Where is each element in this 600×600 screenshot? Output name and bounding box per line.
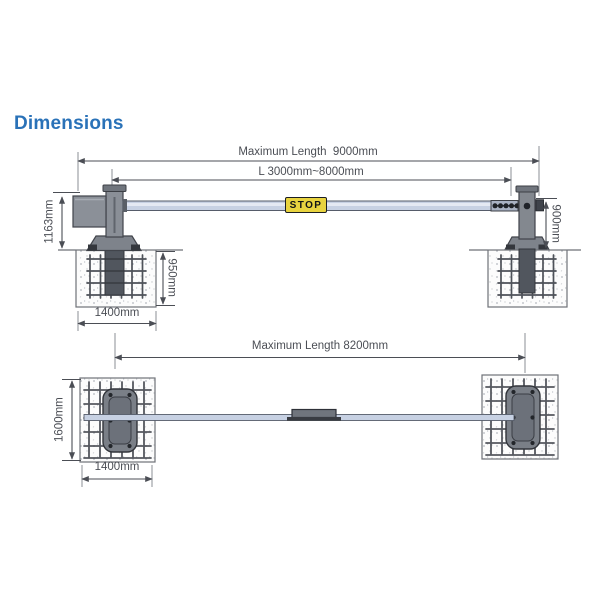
top-view-dimensions <box>62 379 153 487</box>
pivot-bolt <box>523 202 531 210</box>
catch-post <box>503 185 551 252</box>
arm-end-rack <box>490 200 520 212</box>
side-extension-lines <box>77 146 540 196</box>
page-title: Dimensions <box>14 113 124 134</box>
support-post-height-label: 900mm <box>549 204 562 243</box>
plan-foundation-width-label: 1400mm <box>94 461 140 473</box>
arm-tip <box>535 199 544 212</box>
foundation-depth-label: 950mm <box>165 258 178 297</box>
foundation-length-label: 1600mm <box>53 397 66 442</box>
top-extension-lines <box>114 333 526 373</box>
stop-sign-label: STOP <box>289 199 323 211</box>
side-view <box>53 146 581 331</box>
plan-max-length-label: Maximum Length 8200mm <box>251 340 389 352</box>
side-foundation-width-label: 1400mm <box>94 307 140 319</box>
side-max-length-label: Maximum Length 9000mm <box>238 146 378 158</box>
side-arm-range-label: L 3000mm~8000mm <box>258 166 364 178</box>
foundation-right-section <box>487 248 568 308</box>
side-view-dimensions <box>53 192 557 331</box>
barrier-machine <box>72 184 143 252</box>
arm-plan-view <box>83 408 515 421</box>
top-view <box>62 333 559 487</box>
foundation-left-section <box>75 248 157 308</box>
machine-height-label: 1163mm <box>43 199 56 244</box>
machine-cabinet <box>72 195 107 228</box>
barrier-arm <box>122 199 544 212</box>
stop-sign: STOP <box>285 197 327 213</box>
arm-center-bracket <box>291 408 337 419</box>
